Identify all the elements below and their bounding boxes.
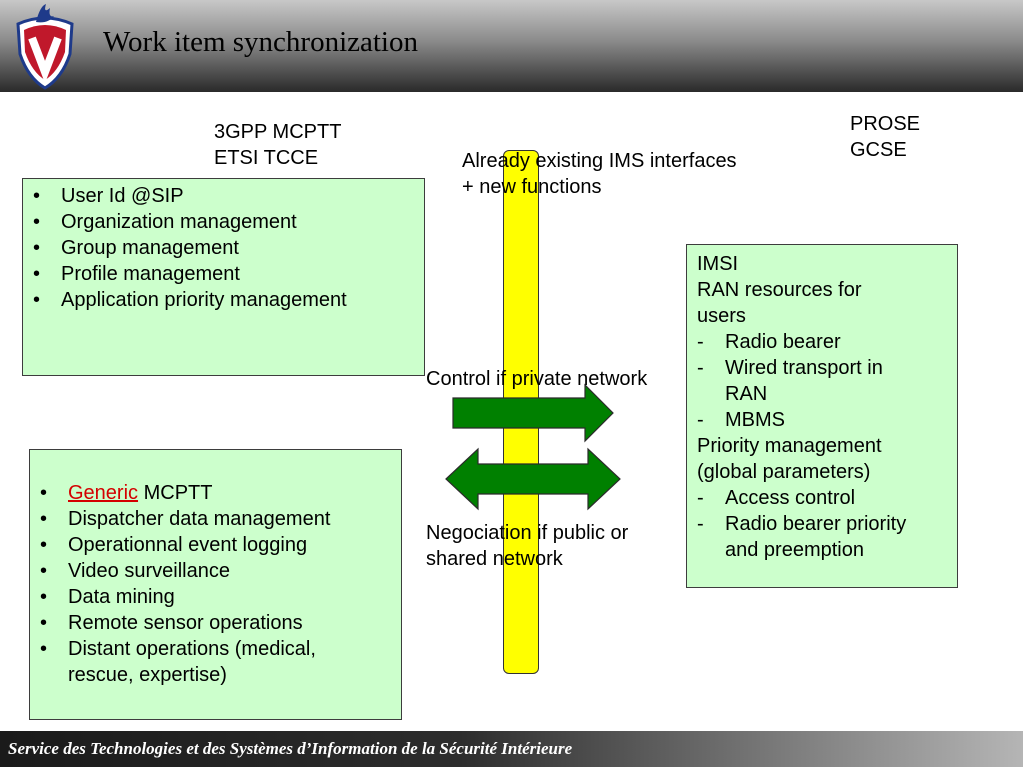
list-item: •Dispatcher data management — [40, 508, 331, 530]
list-item: •Generic MCPTT — [40, 482, 213, 504]
prose-label: PROSE GCSE — [850, 111, 920, 163]
generic-link[interactable]: Generic — [68, 482, 139, 504]
negociation-label: Negociation if public or shared network — [426, 520, 628, 572]
list-item: •Application priority management — [33, 289, 347, 311]
control-label: Control if private network — [426, 368, 648, 390]
arrows-group — [445, 383, 621, 511]
prose-label-line: PROSE — [850, 113, 921, 135]
footer-bar: Service des Technologies et des Systèmes… — [0, 731, 1023, 767]
dash-item: -Radio bearer — [697, 331, 841, 353]
footer-text: Service des Technologies et des Systèmes… — [8, 739, 573, 758]
ims-label-line: Already existing IMS interfaces — [462, 150, 737, 172]
dash-item: -Radio bearer priority — [697, 513, 907, 535]
gcse-label-line: GCSE — [850, 139, 907, 161]
generic-mcptt-list: •Generic MCPTT •Dispatcher data manageme… — [40, 480, 395, 688]
dash-item: -Access control — [697, 487, 856, 509]
list-item: •Group management — [33, 237, 239, 259]
shield-crest-icon — [16, 4, 74, 90]
arrow-left-right-icon — [445, 447, 621, 511]
list-item: •Video surveillance — [40, 560, 230, 582]
mcptt-label: 3GPP MCPTT ETSI TCCE — [214, 119, 341, 171]
list-item: •Organization management — [33, 211, 297, 233]
ran-line: RAN resources for — [697, 279, 862, 301]
list-item: •Profile management — [33, 263, 240, 285]
priority-line: Priority management — [697, 435, 882, 457]
imsi-line: IMSI — [697, 253, 739, 275]
list-item: •Operationnal event logging — [40, 534, 308, 556]
dash-item: -Wired transport in — [697, 357, 883, 379]
negociation-line: Negociation if public or — [426, 522, 629, 544]
mcptt-label-line: 3GPP MCPTT — [214, 121, 342, 143]
header-bar: Work item synchronization — [0, 0, 1023, 92]
list-item: •Data mining — [40, 586, 175, 608]
new-functions-label-line: + new functions — [462, 176, 602, 198]
list-item-continuation: rescue, expertise) — [68, 664, 227, 686]
mcptt-functions-list: •User Id @SIP •Organization management •… — [33, 183, 416, 313]
ims-interfaces-label: Already existing IMS interfaces + new fu… — [462, 148, 737, 200]
list-item: •Distant operations (medical, — [40, 638, 316, 660]
mcptt-functions-box: •User Id @SIP •Organization management •… — [22, 178, 425, 376]
negociation-line-cont: shared network — [426, 548, 563, 570]
list-item: •Remote sensor operations — [40, 612, 303, 634]
generic-mcptt-box: •Generic MCPTT •Dispatcher data manageme… — [29, 449, 402, 720]
arrow-right-icon — [452, 383, 614, 443]
prose-functions-box: IMSI RAN resources for users -Radio bear… — [686, 244, 958, 588]
ran-line-cont: users — [697, 305, 746, 327]
dash-item-continuation: and preemption — [725, 539, 864, 561]
dash-item: -MBMS — [697, 409, 785, 431]
tcce-label-line: ETSI TCCE — [214, 147, 319, 169]
page-title: Work item synchronization — [103, 26, 418, 58]
dash-item-continuation: RAN — [725, 383, 768, 405]
list-item: •User Id @SIP — [33, 185, 184, 207]
priority-line-cont: (global parameters) — [697, 461, 871, 483]
